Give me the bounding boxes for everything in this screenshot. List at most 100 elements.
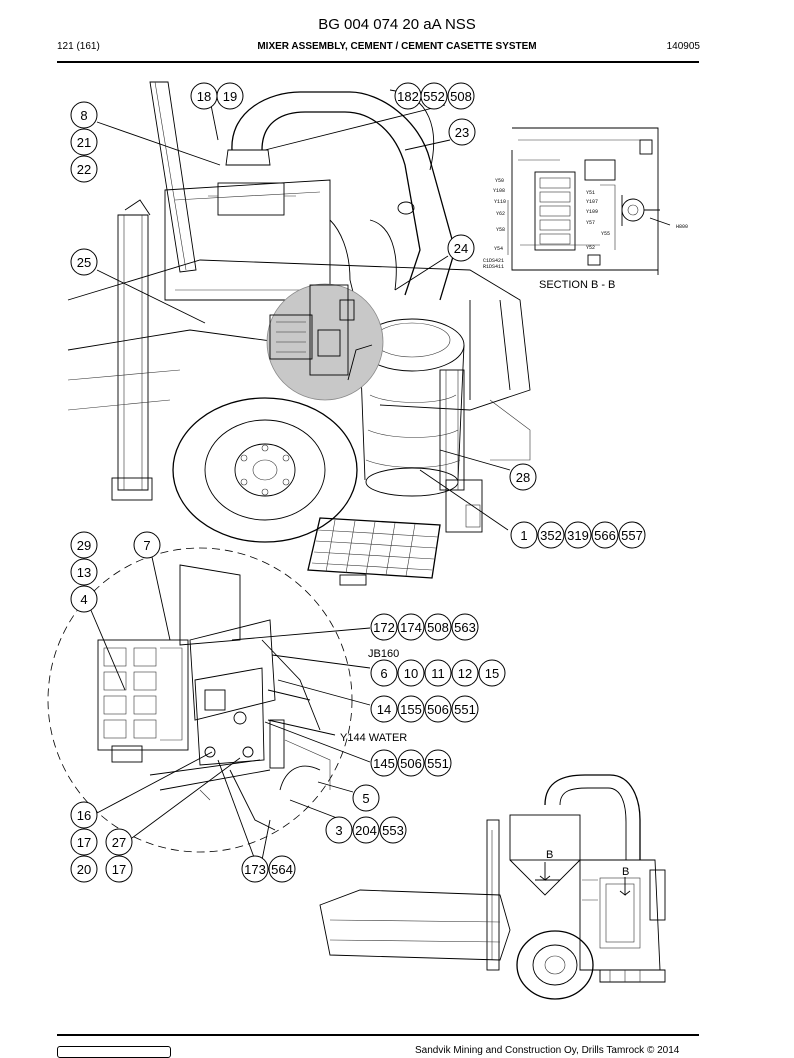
callout-508: 508 [447, 82, 475, 110]
section-detail-drawing: Y50 Y108 Y110 Y62 Y58 Y54 Y51 Y107 Y109 … [483, 127, 688, 291]
callout-1: 1 [510, 521, 538, 549]
callout-17b: 17 [105, 855, 133, 883]
callout-10: 10 [397, 659, 425, 687]
svg-text:19: 19 [223, 89, 237, 104]
svg-text:563: 563 [454, 620, 476, 635]
callout-8: 8 [70, 101, 98, 129]
svg-text:23: 23 [455, 125, 469, 140]
svg-text:3: 3 [335, 823, 342, 838]
svg-text:25: 25 [77, 255, 91, 270]
header-rule [57, 61, 699, 63]
svg-text:352: 352 [540, 528, 562, 543]
callout-172: 172 [370, 613, 398, 641]
footer-rule [57, 1034, 699, 1036]
svg-text:15: 15 [485, 666, 499, 681]
svg-text:557: 557 [621, 528, 643, 543]
callout-16: 16 [70, 801, 98, 829]
svg-text:29: 29 [77, 538, 91, 553]
svg-text:4: 4 [80, 592, 87, 607]
svg-text:22: 22 [77, 162, 91, 177]
leader-lines [89, 99, 511, 861]
callout-5: 5 [352, 784, 380, 812]
callout-506b: 506 [397, 749, 425, 777]
callout-17: 17 [70, 828, 98, 856]
callout-3: 3 [325, 816, 353, 844]
svg-text:21: 21 [77, 135, 91, 150]
svg-text:155: 155 [400, 702, 422, 717]
svg-text:506: 506 [427, 702, 449, 717]
callout-12: 12 [451, 659, 479, 687]
svg-text:17: 17 [77, 835, 91, 850]
svg-text:27: 27 [112, 835, 126, 850]
svg-text:7: 7 [143, 538, 150, 553]
callout-551b: 551 [424, 749, 452, 777]
callout-557: 557 [618, 521, 646, 549]
svg-text:C1DS421: C1DS421 [483, 258, 504, 264]
callout-182: 182 [394, 82, 422, 110]
svg-text:508: 508 [450, 89, 472, 104]
section-title: MIXER ASSEMBLY, CEMENT / CEMENT CASETTE … [257, 41, 537, 52]
svg-text:8: 8 [80, 108, 87, 123]
footer-copyright: Sandvik Mining and Construction Oy, Dril… [415, 1045, 680, 1056]
svg-text:Y108: Y108 [493, 188, 505, 194]
callout-204: 204 [352, 816, 380, 844]
sandvik-logo [57, 1046, 171, 1058]
svg-text:Y110: Y110 [494, 199, 506, 205]
callout-4: 4 [70, 585, 98, 613]
callout-27: 27 [105, 828, 133, 856]
overview-machine-drawing: B B [319, 774, 666, 1000]
svg-text:Y107: Y107 [586, 199, 598, 205]
svg-text:11: 11 [431, 666, 445, 681]
svg-text:16: 16 [77, 808, 91, 823]
callout-155: 155 [397, 695, 425, 723]
svg-text:508: 508 [427, 620, 449, 635]
callout-564: 564 [268, 855, 296, 883]
svg-text:Y55: Y55 [601, 231, 610, 237]
svg-text:Y58: Y58 [496, 227, 505, 233]
callout-22: 22 [70, 155, 98, 183]
callout-14: 14 [370, 695, 398, 723]
section-marker-b-left: B [546, 849, 553, 861]
callout-506: 506 [424, 695, 452, 723]
svg-text:Y54: Y54 [494, 246, 503, 252]
svg-text:Y57: Y57 [586, 220, 595, 226]
svg-text:Y109: Y109 [586, 209, 598, 215]
svg-text:5: 5 [362, 791, 369, 806]
svg-text:10: 10 [404, 666, 418, 681]
svg-text:551: 551 [427, 756, 449, 771]
callout-13: 13 [70, 558, 98, 586]
callout-24: 24 [447, 234, 475, 262]
svg-text:172: 172 [373, 620, 395, 635]
svg-text:R1DS411: R1DS411 [483, 264, 504, 270]
svg-text:551: 551 [454, 702, 476, 717]
document-title: BG 004 074 20 aA NSS [318, 16, 476, 33]
callout-21: 21 [70, 128, 98, 156]
section-marker-b-right: B [622, 866, 629, 878]
callout-20: 20 [70, 855, 98, 883]
svg-text:H800: H800 [676, 224, 688, 230]
svg-text:204: 204 [355, 823, 377, 838]
svg-text:13: 13 [77, 565, 91, 580]
callout-552: 552 [420, 82, 448, 110]
callout-566: 566 [591, 521, 619, 549]
svg-text:14: 14 [377, 702, 391, 717]
svg-text:18: 18 [197, 89, 211, 104]
svg-text:Y50: Y50 [495, 178, 504, 184]
date-code: 140905 [666, 41, 700, 52]
callout-508b: 508 [424, 613, 452, 641]
page-reference: 121 (161) [57, 41, 100, 52]
svg-text:Y52: Y52 [586, 245, 595, 251]
callout-25: 25 [70, 248, 98, 276]
callout-23: 23 [448, 118, 476, 146]
svg-text:553: 553 [382, 823, 404, 838]
callout-29: 29 [70, 531, 98, 559]
callout-18: 18 [190, 82, 218, 110]
callout-553: 553 [379, 816, 407, 844]
callout-551: 551 [451, 695, 479, 723]
upper-assembly-drawing [67, 81, 531, 586]
svg-text:28: 28 [516, 470, 530, 485]
svg-text:552: 552 [423, 89, 445, 104]
svg-text:145: 145 [373, 756, 395, 771]
callout-7: 7 [133, 531, 161, 559]
svg-text:182: 182 [397, 89, 419, 104]
